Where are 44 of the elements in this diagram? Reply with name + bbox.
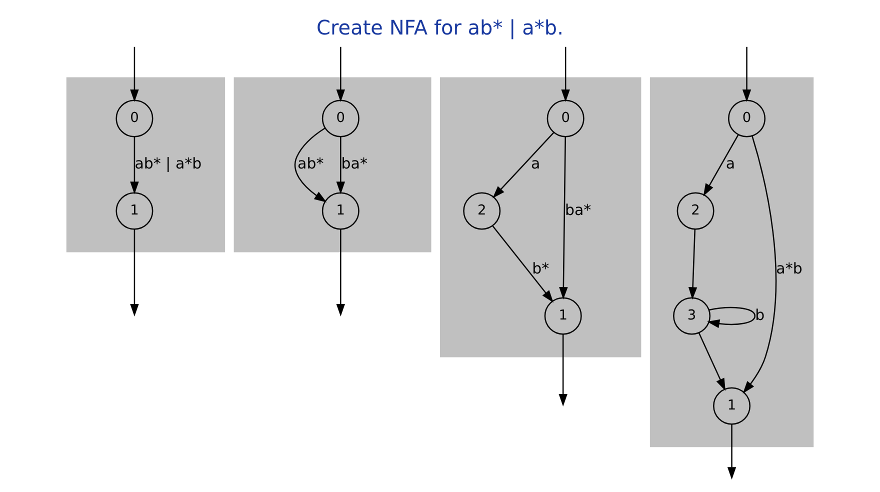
cluster [440,77,642,358]
node-circle: 1 [713,387,751,425]
node-circle: 0 [116,100,154,138]
edge-label: ab* [298,154,324,173]
node-circle: 3 [673,297,711,335]
node-circle: 0 [322,100,360,138]
edge-label: b* [532,260,550,278]
arrow [294,128,327,202]
node-circle: 0 [728,100,766,138]
arrow [559,136,568,300]
edge-label: a*b [776,260,802,278]
arrow [130,46,139,102]
arrow [336,136,346,194]
arrow [707,306,756,328]
arrow [561,46,570,102]
edge-label: ba* [341,154,368,173]
arrow [688,229,698,300]
node-circle: 2 [676,192,714,230]
edge-label: ba* [564,200,592,219]
edge-label: ab* | a*b [134,154,202,173]
diagram-title: Create NFA for ab* | a*b. [316,15,564,40]
node-circle: 1 [544,297,582,335]
arrow [492,226,554,303]
arrow [698,332,726,391]
arrow [742,136,777,394]
cluster [66,77,226,252]
node-circle: 1 [116,192,154,230]
arrow [130,229,139,316]
edge-label: a [531,154,540,173]
node-circle: 2 [463,192,501,230]
edge-label: b [755,306,765,324]
arrow [558,334,568,406]
arrow [492,132,554,198]
node-circle: 1 [322,192,360,230]
arrow [130,136,139,194]
arrow [336,229,346,316]
cluster [234,77,432,252]
node-circle: 0 [546,100,584,138]
arrow [742,46,752,102]
arrow [336,46,346,102]
edge-label: a [726,154,736,173]
arrow [727,424,736,480]
cluster [650,77,814,448]
arrow [703,134,739,196]
